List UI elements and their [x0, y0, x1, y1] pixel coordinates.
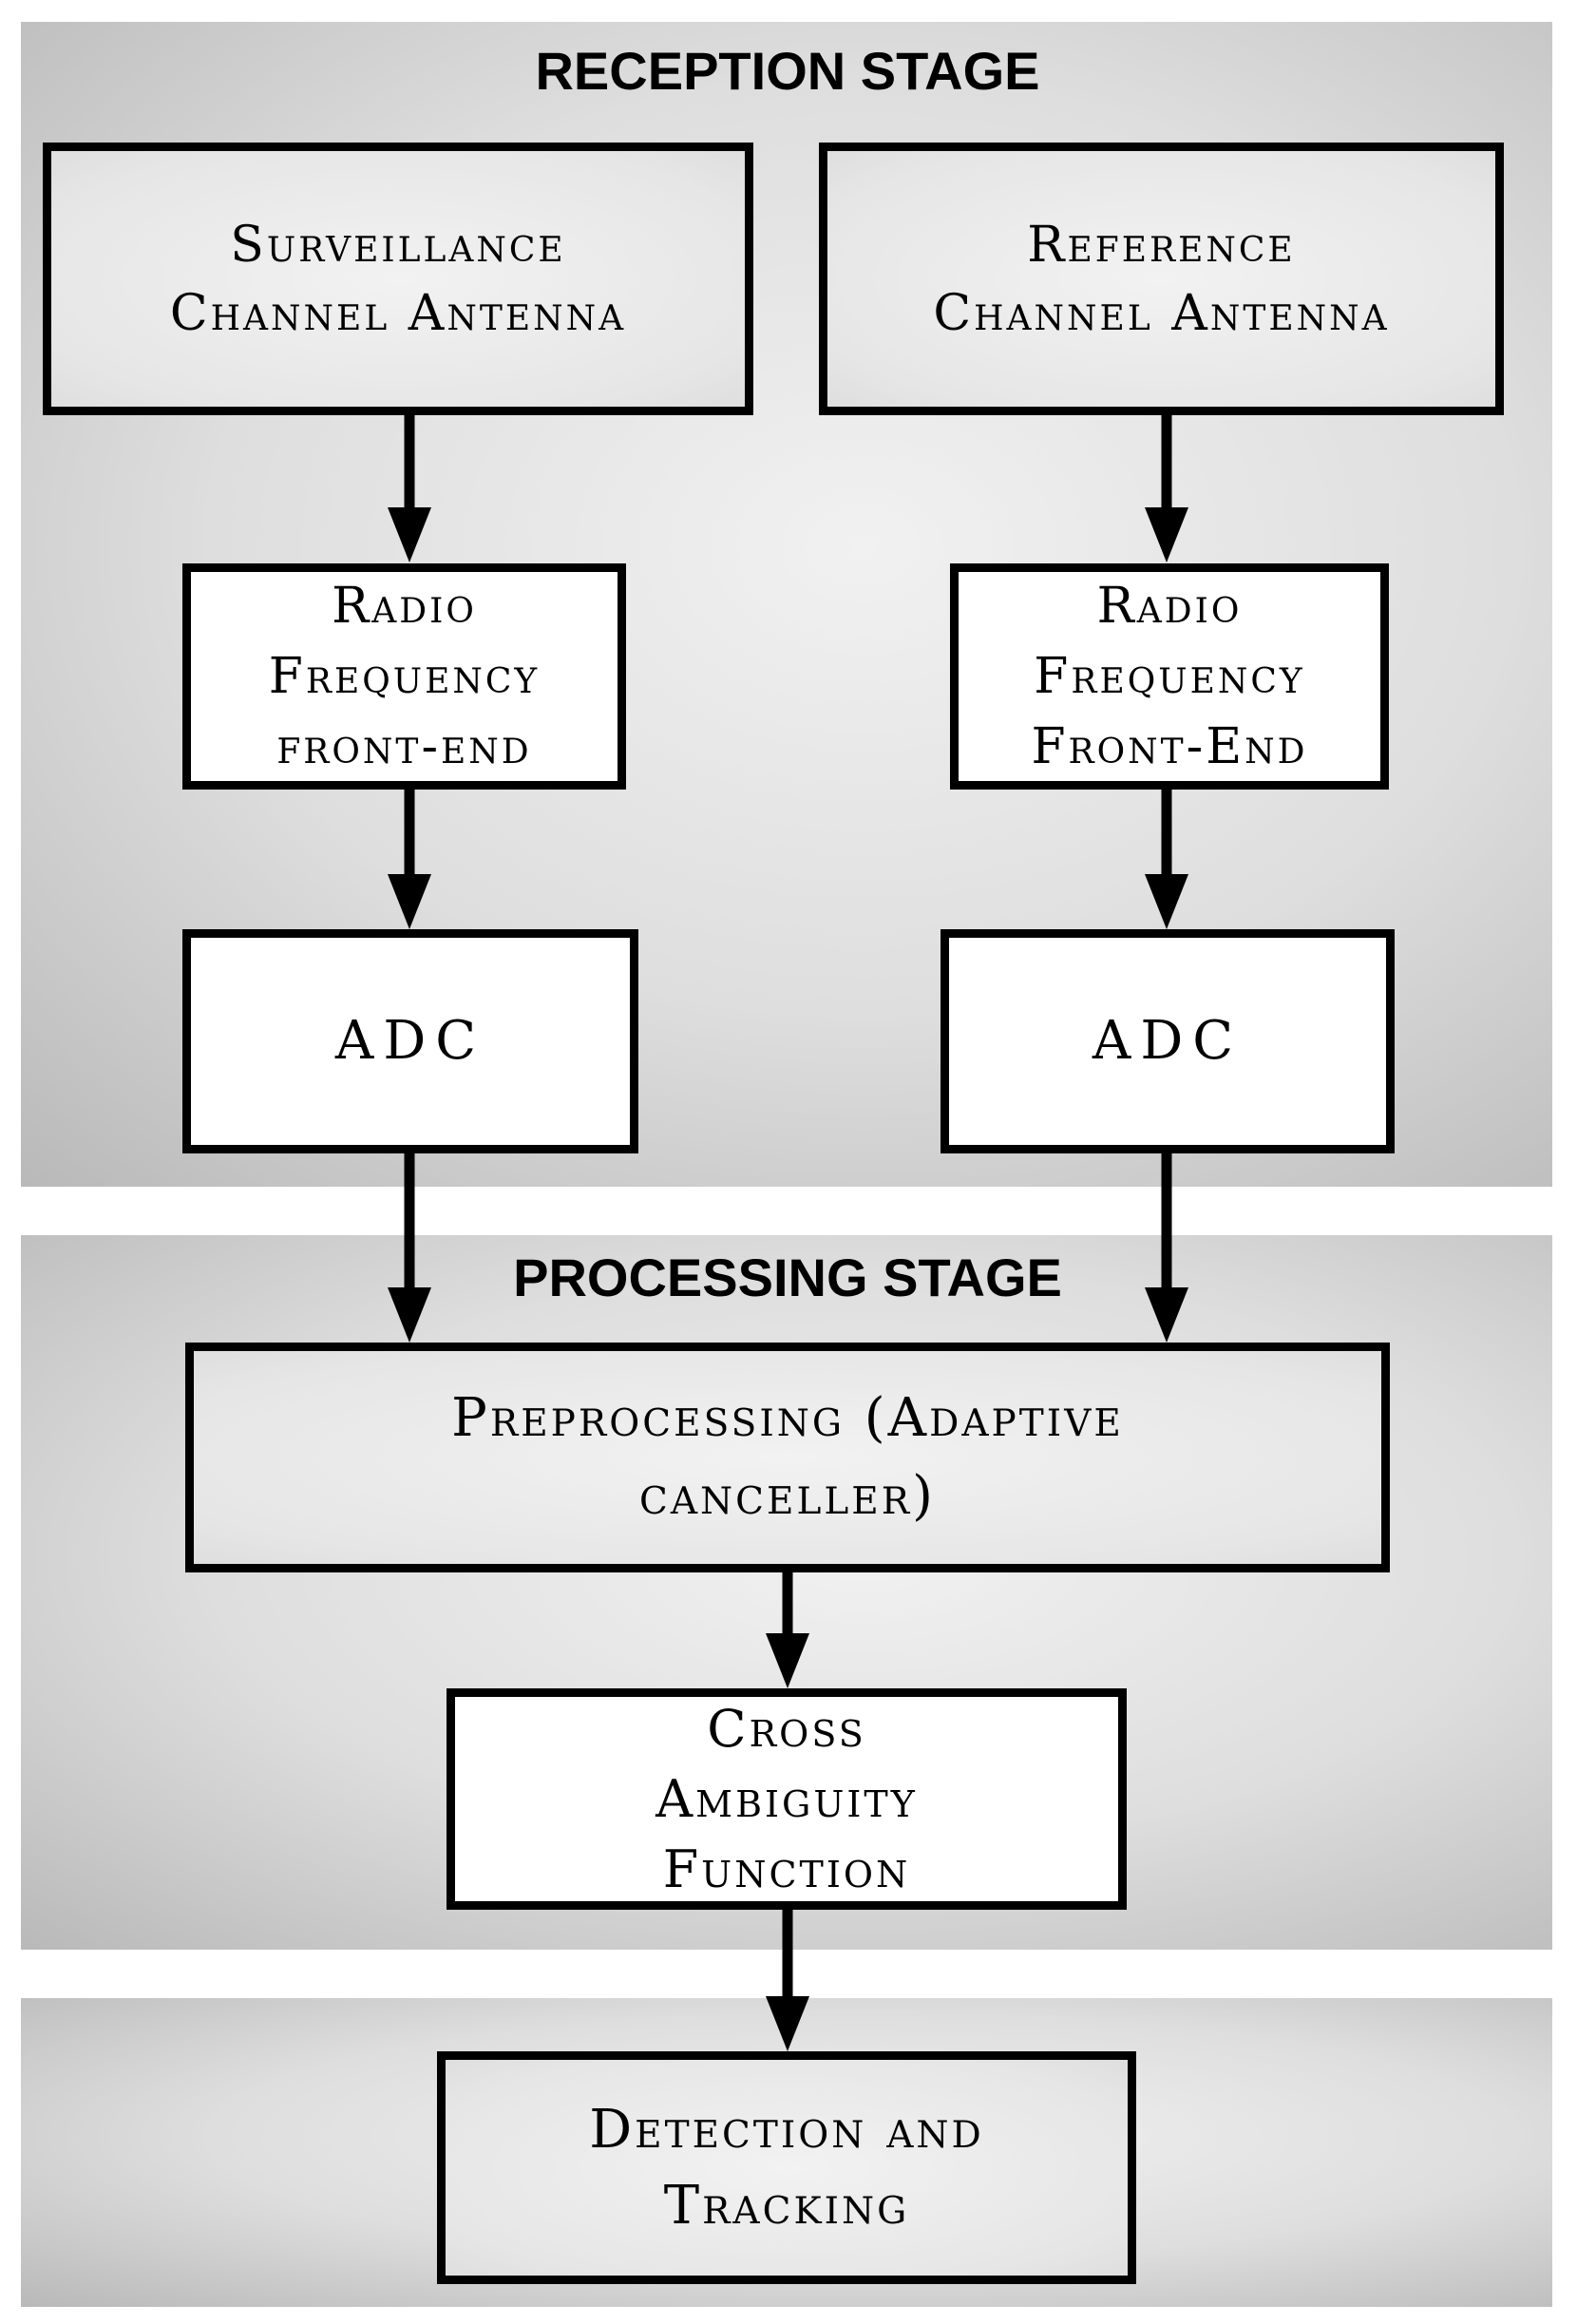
flow-arrow-icon — [1145, 1153, 1188, 1343]
box-label-line: Ambiguity — [656, 1768, 918, 1829]
arrow-head — [1145, 1287, 1188, 1343]
flow-arrow-icon — [1145, 415, 1188, 562]
arrow-head — [1145, 874, 1188, 929]
box-label-line: Detection and — [589, 2098, 984, 2161]
box-preprocessing-adaptive-canceller: Preprocessing (Adaptive canceller) — [185, 1343, 1390, 1572]
box-label-line: Surveillance — [230, 216, 566, 274]
box-label-line: Frequency — [268, 648, 541, 705]
box-rf-front-end-reference: Radio Frequency Front-End — [950, 563, 1389, 790]
reception-stage-title: RECEPTION STAGE — [535, 41, 1040, 101]
flow-arrow-icon — [388, 1153, 431, 1343]
arrow-shaft — [1161, 790, 1172, 880]
box-label-line: Cross — [707, 1698, 866, 1759]
box-rf-front-end-surveillance: Radio Frequency front-end — [182, 563, 626, 790]
flow-arrow-icon — [388, 415, 431, 562]
flow-arrow-icon — [766, 1910, 809, 2051]
arrow-shaft — [404, 1153, 415, 1293]
arrow-head — [388, 1287, 431, 1343]
flow-arrow-icon — [1145, 790, 1188, 929]
arrow-shaft — [404, 415, 415, 513]
box-label-line: Function — [662, 1838, 911, 1899]
arrow-shaft — [404, 790, 415, 880]
box-label-line: Radio — [332, 578, 477, 635]
box-label-line: Channel Antenna — [933, 284, 1390, 342]
flow-arrow-icon — [766, 1572, 809, 1688]
flow-arrow-icon — [388, 790, 431, 929]
box-label-line: Radio — [1096, 578, 1243, 635]
arrow-shaft — [782, 1910, 793, 2002]
arrow-head — [388, 507, 431, 562]
box-label-line: front-end — [276, 718, 532, 775]
arrow-head — [388, 874, 431, 929]
box-adc-surveillance: ADC — [182, 929, 638, 1153]
box-label-line: Front-End — [1031, 718, 1308, 775]
box-label-line: Reference — [1027, 216, 1296, 274]
box-label-line: Tracking — [663, 2174, 910, 2237]
box-surveillance-channel-antenna: Surveillance Channel Antenna — [43, 143, 753, 415]
arrow-head — [766, 1633, 809, 1688]
box-label-line: ADC — [1092, 1010, 1244, 1072]
box-cross-ambiguity-function: Cross Ambiguity Function — [446, 1688, 1127, 1910]
box-label-line: Preprocessing (Adaptive — [451, 1387, 1124, 1449]
box-label-line: Channel Antenna — [169, 284, 627, 342]
arrow-head — [766, 1996, 809, 2051]
processing-stage-title: PROCESSING STAGE — [513, 1248, 1062, 1307]
arrow-shaft — [782, 1572, 793, 1639]
arrow-head — [1145, 507, 1188, 562]
arrow-shaft — [1161, 1153, 1172, 1293]
box-label-line: ADC — [334, 1010, 486, 1072]
box-detection-and-tracking: Detection and Tracking — [437, 2051, 1136, 2284]
arrow-shaft — [1161, 415, 1172, 513]
box-label-line: Frequency — [1034, 648, 1305, 705]
box-reference-channel-antenna: Reference Channel Antenna — [819, 143, 1504, 415]
box-adc-reference: ADC — [940, 929, 1395, 1153]
box-label-line: canceller) — [639, 1465, 936, 1527]
